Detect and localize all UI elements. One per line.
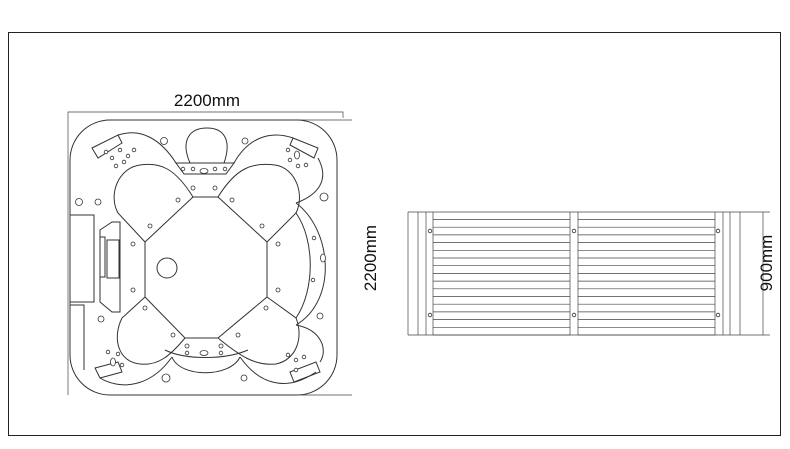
drawing-frame	[8, 32, 781, 436]
depth-dimension-label: 2200mm	[361, 225, 380, 291]
screw-icon	[427, 312, 433, 318]
screw-icon	[571, 312, 577, 318]
screw-icon	[571, 228, 577, 234]
hot-tub-top-view: 2200mm 2200mm	[67, 91, 380, 396]
height-dimension-label: 900mm	[757, 235, 776, 292]
screw-icon	[715, 312, 721, 318]
width-dimension-label: 2200mm	[174, 91, 240, 110]
jets	[75, 137, 329, 383]
screw-icon	[715, 228, 721, 234]
screw-icon	[427, 228, 433, 234]
side-panel-view: 900mm	[407, 211, 776, 336]
